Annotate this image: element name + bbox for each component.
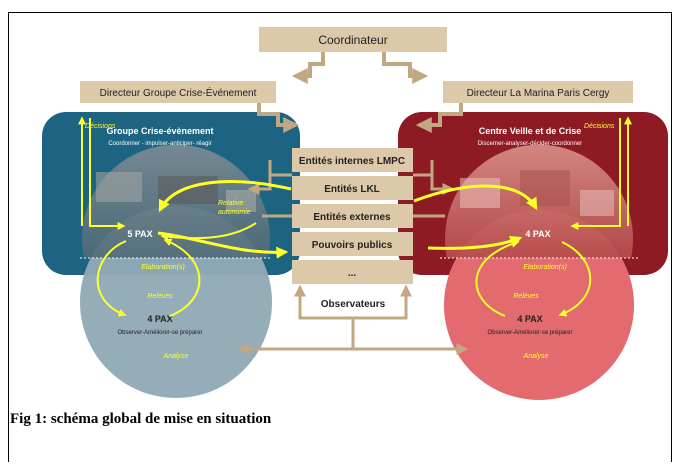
left-group-title: Groupe Crise-évènement <box>106 126 213 136</box>
left-autonomie-label: autonomie <box>218 209 251 216</box>
right-pax-bottom: 4 PAX <box>517 314 542 324</box>
right-group-title: Centre Veille et de Crise <box>479 126 582 136</box>
left-yellow-arrows <box>78 116 292 317</box>
entity-box-public <box>292 232 413 256</box>
figure-frame <box>8 12 672 462</box>
right-analyse-label: Analyse <box>523 353 549 360</box>
left-group-subtitle: Coordonner - impulser-anticiper- réagir <box>108 141 211 147</box>
right-group-subtitle: Discerner-analyser-décider-coordonner <box>478 141 582 147</box>
left-director-label: Directeur Groupe Crise-Événement <box>100 86 257 99</box>
right-releves-label: Relèves <box>513 293 539 300</box>
left-relative-label: Relative <box>218 200 243 207</box>
left-observe-label: Observer-Améliorer-se préparer <box>117 330 202 336</box>
figure-caption: Fig 1: schéma global de mise en situatio… <box>10 411 272 427</box>
entity-label-external: Entités externes <box>313 212 391 223</box>
left-director-box <box>80 81 276 103</box>
entity-label-public: Pouvoirs publics <box>312 240 393 251</box>
entity-label-lkl: Entités LKL <box>324 184 380 195</box>
entity-box-internal <box>292 148 413 172</box>
right-decisions-label: Décisions <box>584 123 615 130</box>
left-decisions-label: Décisions <box>85 123 116 130</box>
entity-box-lkl <box>292 176 413 200</box>
left-releves-label: Relèves <box>147 293 173 300</box>
left-analyse-label: Analyse <box>163 353 189 360</box>
right-yellow-arrows <box>413 116 632 317</box>
left-elaboration-label: Elaboration(s) <box>141 264 185 271</box>
center-entity-column: Entités internes LMPC Entités LKL Entité… <box>292 148 413 284</box>
crisis-diagram: Coordinateur Directeur Groupe Crise-Évén… <box>42 27 668 400</box>
entity-box-external <box>292 204 413 228</box>
coordinator-label: Coordinateur <box>318 33 387 47</box>
coordinator-box <box>259 27 447 52</box>
left-pax-bottom: 4 PAX <box>147 314 172 324</box>
entity-box-more <box>292 260 413 284</box>
observers-label: Observateurs <box>321 299 386 310</box>
right-observe-label: Observer-Améliorer-se préparer <box>487 330 572 336</box>
right-elaboration-label: Elaboration(s) <box>523 264 567 271</box>
right-director-box <box>443 81 633 103</box>
entity-label-internal: Entités internes LMPC <box>299 156 405 167</box>
left-pax-top: 5 PAX <box>127 229 152 239</box>
right-pax-top: 4 PAX <box>525 229 550 239</box>
entity-label-more: ... <box>348 268 357 279</box>
right-director-label: Directeur La Marina Paris Cergy <box>467 88 610 99</box>
